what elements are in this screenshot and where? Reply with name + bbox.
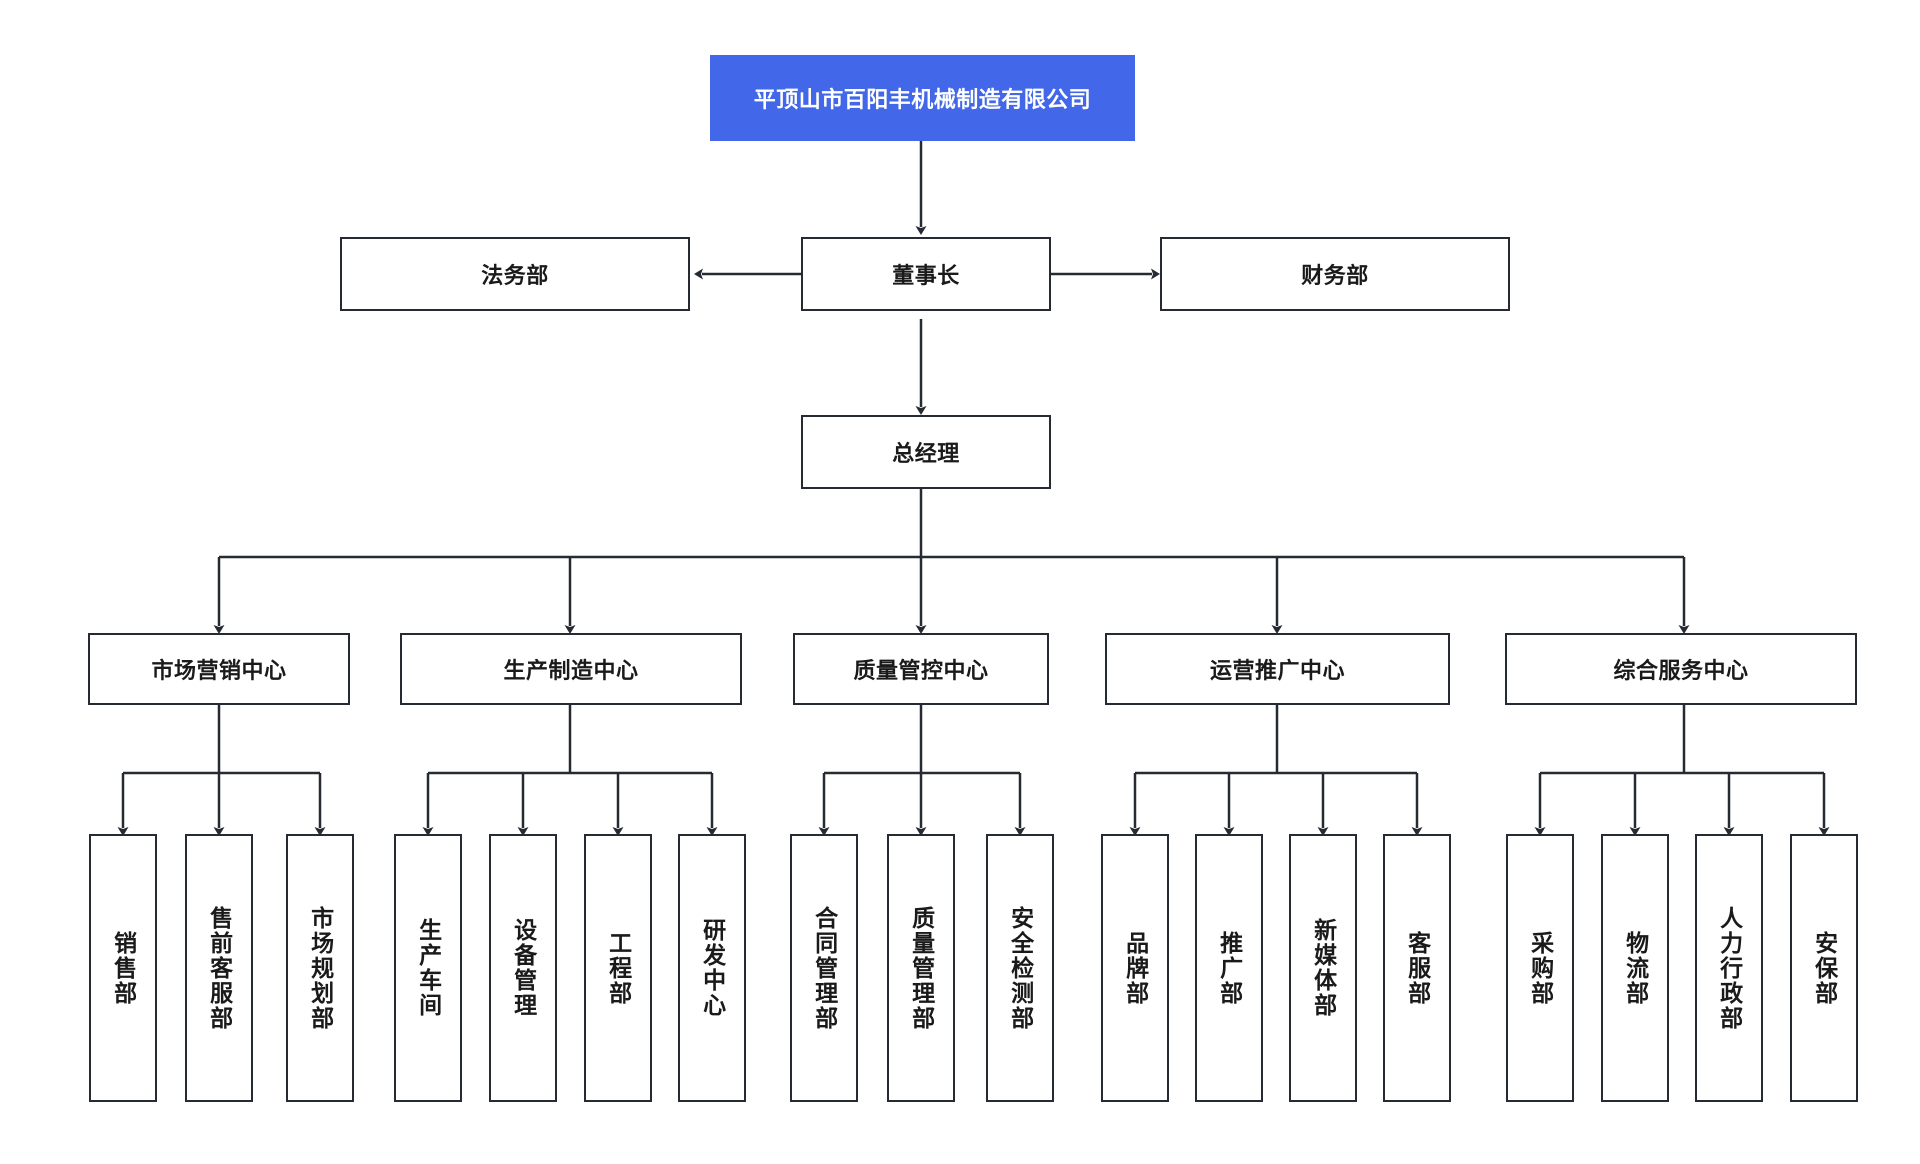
node-dept-customer-service[interactable]: 客服部 — [1383, 834, 1451, 1102]
node-label: 生产制造中心 — [503, 658, 639, 683]
node-label: 工程部 — [605, 930, 632, 1006]
node-label: 设备管理 — [510, 918, 537, 1018]
node-label: 销售部 — [110, 930, 137, 1006]
node-label: 法务部 — [481, 263, 549, 288]
node-label: 市场营销中心 — [151, 658, 287, 683]
node-dept-sales[interactable]: 销售部 — [89, 834, 157, 1102]
node-label: 总经理 — [892, 441, 960, 466]
node-label: 品牌部 — [1122, 930, 1149, 1006]
node-dept-security[interactable]: 安保部 — [1790, 834, 1858, 1102]
node-center-manufacturing[interactable]: 生产制造中心 — [400, 633, 742, 705]
node-dept-rnd-center[interactable]: 研发中心 — [678, 834, 746, 1102]
node-label: 财务部 — [1301, 263, 1369, 288]
node-chairman[interactable]: 董事长 — [801, 237, 1051, 311]
node-label: 客服部 — [1404, 930, 1431, 1006]
node-label: 新媒体部 — [1310, 918, 1337, 1018]
node-label: 质量管理部 — [908, 905, 935, 1031]
node-label: 采购部 — [1527, 930, 1554, 1006]
node-label: 售前客服部 — [206, 905, 233, 1031]
node-dept-procurement[interactable]: 采购部 — [1506, 834, 1574, 1102]
node-finance-department[interactable]: 财务部 — [1160, 237, 1510, 311]
node-general-manager[interactable]: 总经理 — [801, 415, 1051, 489]
node-dept-engineering[interactable]: 工程部 — [584, 834, 652, 1102]
node-label: 董事长 — [892, 263, 960, 288]
node-dept-production-workshop[interactable]: 生产车间 — [394, 834, 462, 1102]
node-company-root[interactable]: 平顶山市百阳丰机械制造有限公司 — [710, 55, 1135, 141]
node-label: 合同管理部 — [811, 905, 838, 1031]
node-label: 质量管控中心 — [853, 658, 989, 683]
node-label: 推广部 — [1216, 930, 1243, 1006]
node-dept-contract-management[interactable]: 合同管理部 — [790, 834, 858, 1102]
node-label: 安全检测部 — [1007, 905, 1034, 1031]
node-dept-hr-administration[interactable]: 人力行政部 — [1695, 834, 1763, 1102]
node-label: 人力行政部 — [1716, 905, 1743, 1031]
node-label: 物流部 — [1622, 930, 1649, 1006]
node-label: 运营推广中心 — [1209, 658, 1345, 683]
node-center-marketing[interactable]: 市场营销中心 — [88, 633, 350, 705]
node-center-operations[interactable]: 运营推广中心 — [1105, 633, 1450, 705]
node-label: 研发中心 — [699, 918, 726, 1018]
node-label: 生产车间 — [415, 918, 442, 1018]
node-legal-department[interactable]: 法务部 — [340, 237, 690, 311]
node-dept-equipment-management[interactable]: 设备管理 — [489, 834, 557, 1102]
node-label: 市场规划部 — [307, 905, 334, 1031]
node-dept-logistics[interactable]: 物流部 — [1601, 834, 1669, 1102]
node-dept-market-planning[interactable]: 市场规划部 — [286, 834, 354, 1102]
node-dept-quality-management[interactable]: 质量管理部 — [887, 834, 955, 1102]
node-dept-safety-inspection[interactable]: 安全检测部 — [986, 834, 1054, 1102]
node-dept-presales-service[interactable]: 售前客服部 — [185, 834, 253, 1102]
node-center-quality[interactable]: 质量管控中心 — [793, 633, 1049, 705]
node-dept-promotion[interactable]: 推广部 — [1195, 834, 1263, 1102]
node-label: 综合服务中心 — [1613, 658, 1749, 683]
node-label: 平顶山市百阳丰机械制造有限公司 — [753, 87, 1092, 112]
node-dept-brand[interactable]: 品牌部 — [1101, 834, 1169, 1102]
node-label: 安保部 — [1811, 930, 1838, 1006]
node-dept-new-media[interactable]: 新媒体部 — [1289, 834, 1357, 1102]
node-center-services[interactable]: 综合服务中心 — [1505, 633, 1857, 705]
